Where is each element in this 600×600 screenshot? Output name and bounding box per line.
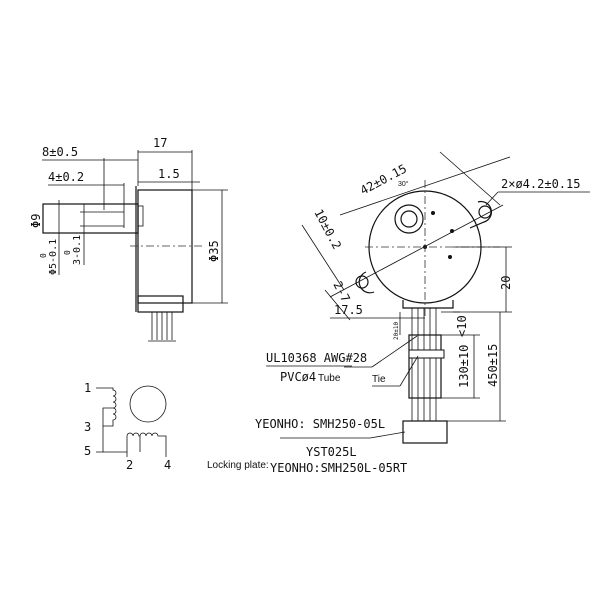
pin-label: 2 xyxy=(126,458,133,472)
front-view: 42±0.15 2×ø4.2±0.15 30° 10±0.2 2-7 17.5 … xyxy=(301,151,590,444)
coil-b xyxy=(103,432,167,457)
dim-height: 20 xyxy=(499,276,513,290)
dim-boss: Φ9 xyxy=(29,214,43,228)
wire-spec: UL10368 AWG#28 xyxy=(266,351,367,365)
mount-ear-left xyxy=(358,271,375,294)
terminal-spec: YST025L xyxy=(306,445,357,459)
dim-shaft-dia: Φ5-0.1 xyxy=(48,239,59,275)
dim-shaft: 8±0.5 xyxy=(42,145,78,159)
dim-left: 17.5 xyxy=(334,303,363,317)
side-view: 17 8±0.5 4±0.2 1.5 Φ9 Φ35 Φ5-0.1 0 3-0.1… xyxy=(29,136,228,342)
coil-a xyxy=(96,387,117,427)
tie-label: Tie xyxy=(372,374,386,385)
motor-body xyxy=(137,189,193,304)
dim-exit: <10 xyxy=(455,315,469,337)
wires xyxy=(148,312,176,342)
callouts: UL10368 AWG#28 PVCø4 Tube Tie YEONHO: SM… xyxy=(207,335,419,475)
dim-mount: 42±0.15 xyxy=(358,162,409,198)
pin-label: 1 xyxy=(84,381,91,395)
locking-plate-label: Locking plate: xyxy=(207,460,269,471)
dim-holes: 2×ø4.2±0.15 xyxy=(501,177,580,191)
dim-flat: 4±0.2 xyxy=(48,170,84,184)
wiring-schematic: 1 3 5 2 4 xyxy=(84,381,171,472)
dim-offset: 10±0.2 xyxy=(311,207,344,252)
dim-strip: 20±10 xyxy=(393,322,400,340)
dim-tube: 130±10 xyxy=(457,345,471,388)
shaft-boss-front xyxy=(394,204,424,234)
connector-block xyxy=(137,295,184,313)
dim-body: Φ35 xyxy=(207,240,221,262)
connector-spec: YEONHO: SMH250-05L xyxy=(255,417,385,431)
dim-total: 450±15 xyxy=(486,344,500,387)
rotor-symbol xyxy=(129,385,167,423)
tube-spec: PVCø4 xyxy=(280,370,316,384)
mount-ear-right xyxy=(469,200,493,229)
dim-flat-dia: 3-0.1 xyxy=(72,235,83,265)
dim-length: 17 xyxy=(153,136,167,150)
dim-angle: 30° xyxy=(398,180,409,188)
locking-plate-part: YEONHO:SMH250L-05RT xyxy=(270,461,407,475)
pin-label: 4 xyxy=(164,458,171,472)
connector xyxy=(402,420,448,444)
dim-flat-tol: 0 xyxy=(63,250,72,255)
pin-label: 3 xyxy=(84,420,91,434)
dim-flange: 1.5 xyxy=(158,167,180,181)
tube-label: Tube xyxy=(318,373,341,384)
wire-bundle xyxy=(411,308,437,421)
pvc-tube xyxy=(408,334,442,399)
tie xyxy=(408,349,445,359)
dim-shaft-tol: 0 xyxy=(39,253,48,258)
pin-label: 5 xyxy=(84,444,91,458)
